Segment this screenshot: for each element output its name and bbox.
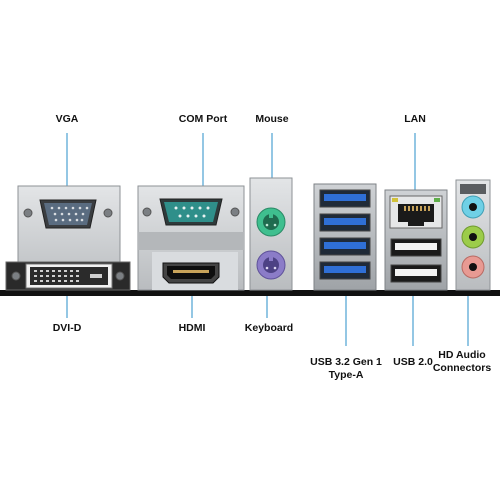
lan-port-icon: [390, 196, 442, 228]
ps2-mouse-icon: [257, 208, 285, 236]
label-keyboard: Keyboard: [234, 322, 304, 335]
label-dvi-d: DVI-D: [37, 322, 97, 335]
lan-usb20-stack: [385, 190, 447, 290]
board-edge: [0, 290, 500, 296]
com-hdmi-bracket: [138, 186, 244, 290]
ps2-keyboard-icon: [257, 251, 285, 279]
ps2-column: [250, 178, 292, 290]
label-hd-audio: HD Audio Connectors: [424, 349, 500, 375]
label-hdmi: HDMI: [162, 322, 222, 335]
usb32-stack: [314, 184, 376, 290]
label-lan: LAN: [385, 113, 445, 126]
audio-jack-icon: [462, 196, 484, 278]
vga-dvi-bracket: [6, 186, 130, 290]
label-com-port: COM Port: [158, 113, 248, 126]
label-mouse: Mouse: [242, 113, 302, 126]
hdmi-port-icon: [152, 252, 238, 290]
dvi-port-icon: [12, 264, 124, 288]
label-vga: VGA: [37, 113, 97, 126]
audio-stack: [456, 180, 490, 290]
